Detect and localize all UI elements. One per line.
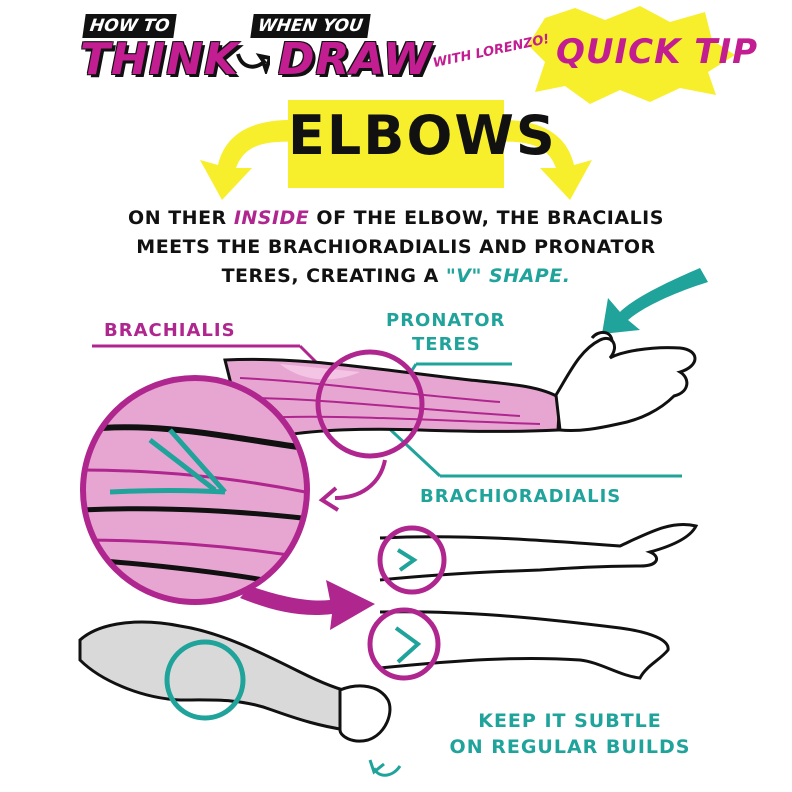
intro-segment: , CREATING A [291,265,446,287]
teal-curved-arrow [602,268,708,334]
right-yellow-arrow [492,119,592,200]
zoom-circle [80,375,310,605]
brachialis-label: BRACHIALIS [104,320,236,341]
think-label: THINK [80,34,240,85]
zoom-curve-arrow [334,459,387,500]
intro-keyword-brachioradialis: BRACHIORADIALIS [267,236,472,258]
intro-keyword-inside: INSIDE [233,207,310,229]
pronator-label: PRONATOR [386,310,506,331]
intro-keyword-teres: TERES [221,265,292,287]
gray-arm-fist [78,620,392,743]
big-magenta-arrow [240,580,375,630]
quick-tip-splash [528,6,735,104]
intro-segment: MEETS THE [136,236,268,258]
muscle-arm [223,357,562,442]
header-arrow-icon [236,50,273,77]
zoom-arrowhead [318,486,340,512]
intro-segment: ON THER [128,207,234,229]
brachioradialis-label: BRACHIORADIALIS [420,486,622,507]
quick-tip-label: QUICK TIP [556,32,759,72]
footer-line-2: ON REGULAR BUILDS [449,736,691,758]
small-teal-arrowhead [368,759,385,775]
arm-relaxed [367,607,670,681]
intro-segment: OF THE ELBOW, THE [309,207,548,229]
intro-segment: AND [472,236,535,258]
footer-line-1: KEEP IT SUBTLE [478,710,662,732]
footer-note: KEEP IT SUBTLE ON REGULAR BUILDS [420,708,720,760]
teres-label: TERES [412,334,481,355]
intro-keyword-v-shape: "V" SHAPE. [445,265,571,287]
open-hand-top [554,331,697,432]
intro-keyword-bracialis: BRACIALIS [547,207,664,229]
title-banner [288,100,504,188]
arm-palm-up [377,522,699,595]
elbow-highlight-circle [315,349,425,459]
intro-text: ON THER INSIDE OF THE ELBOW, THE BRACIAL… [50,204,742,291]
page-title: ELBOWS [288,104,557,167]
intro-keyword-pronator: PRONATOR [534,236,656,258]
draw-label: DRAW [278,34,433,85]
left-yellow-arrow [200,119,300,200]
